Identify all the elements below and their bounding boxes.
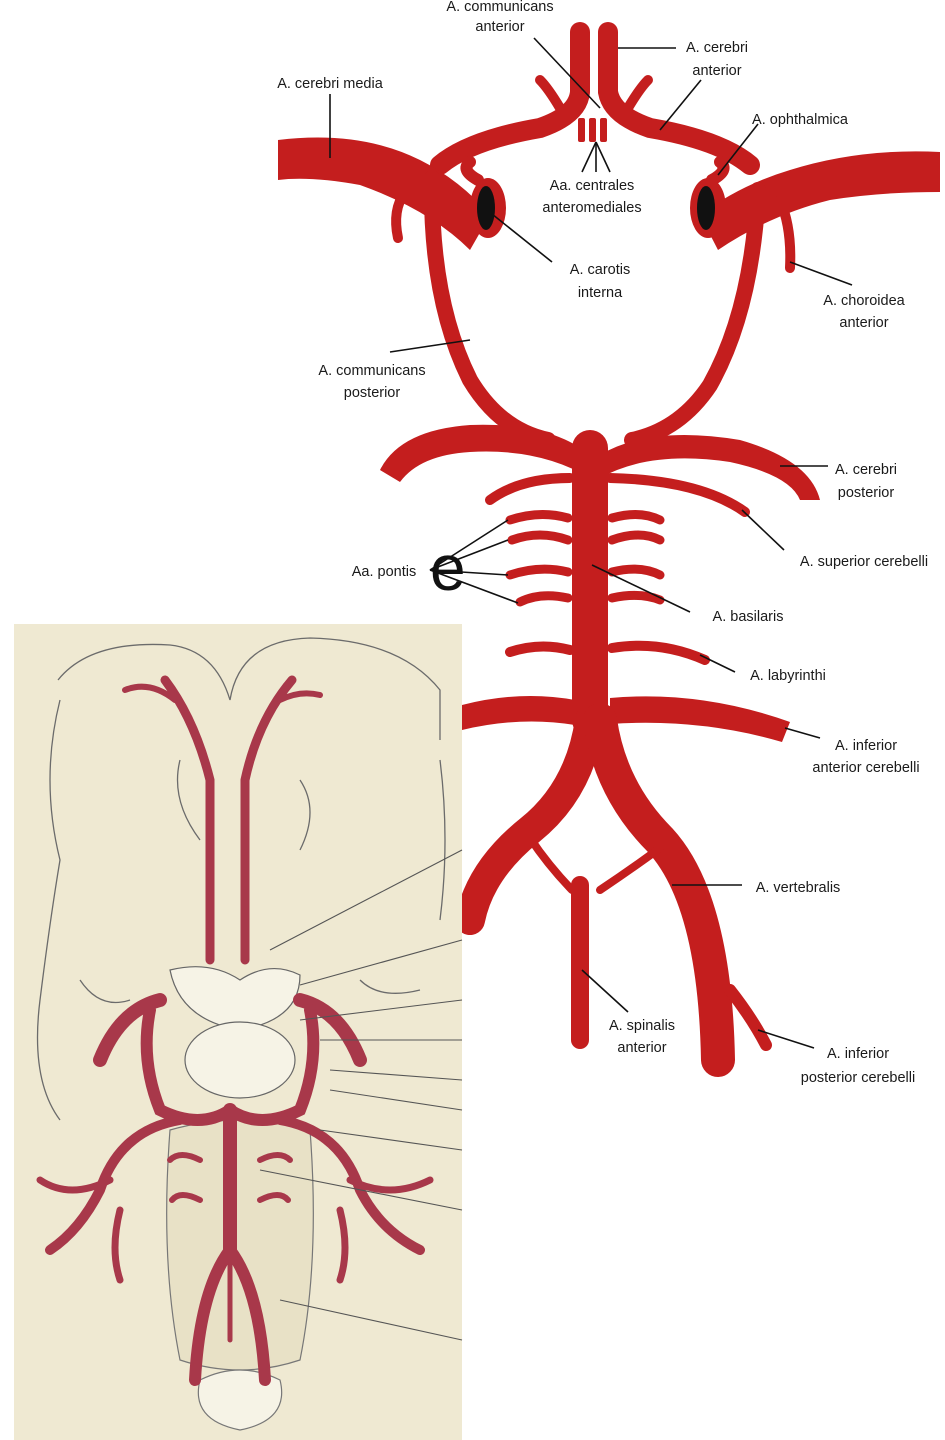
label-communicans-anterior: A. communicans bbox=[446, 0, 553, 15]
label-choroidea-anterior: A. choroidea bbox=[823, 293, 905, 309]
label-cerebri-media: A. cerebri media bbox=[277, 76, 384, 92]
vertebral-artery bbox=[600, 720, 718, 1060]
anterior-inferior-cerebellar-artery bbox=[610, 696, 790, 742]
label-carotis-interna: A. carotis bbox=[570, 262, 630, 278]
label-vertebralis: A. vertebralis bbox=[756, 880, 841, 896]
label-cerebri-anterior: A. cerebri bbox=[686, 40, 748, 56]
right-carotid-lumen bbox=[697, 186, 715, 230]
label-basilaris: A. basilaris bbox=[713, 609, 784, 625]
label-pontis: Aa. pontis bbox=[352, 564, 417, 580]
label-labyrinthi: A. labyrinthi bbox=[750, 668, 826, 684]
label-cerebri-posterior: posterior bbox=[838, 485, 895, 501]
left-carotid-lumen bbox=[477, 186, 495, 230]
label-spinalis-anterior: anterior bbox=[617, 1040, 666, 1056]
label-cerebri-posterior: A. cerebri bbox=[835, 462, 897, 478]
label-communicans-anterior: anterior bbox=[475, 19, 524, 35]
label-communicans-posterior: posterior bbox=[344, 385, 401, 401]
label-centrales: Aa. centrales bbox=[550, 178, 635, 194]
label-inferior-anterior-cerebelli: anterior cerebelli bbox=[812, 760, 919, 776]
label-superior-cerebelli: A. superior cerebelli bbox=[800, 554, 928, 570]
label-inferior-posterior-cerebelli: A. inferior bbox=[827, 1046, 889, 1062]
label-choroidea-anterior: anterior bbox=[839, 315, 888, 331]
label-communicans-posterior: A. communicans bbox=[318, 363, 425, 379]
label-spinalis-anterior: A. spinalis bbox=[609, 1018, 675, 1034]
label-ophthalmica: A. ophthalmica bbox=[752, 112, 849, 128]
label-inferior-anterior-cerebelli: A. inferior bbox=[835, 738, 897, 754]
label-carotis-interna: interna bbox=[578, 285, 623, 301]
anatomical-engraving bbox=[14, 624, 462, 1440]
label-cerebri-anterior: anterior bbox=[692, 63, 741, 79]
label-centrales: anteromediales bbox=[542, 200, 641, 216]
label-inferior-posterior-cerebelli: posterior cerebelli bbox=[801, 1070, 915, 1086]
